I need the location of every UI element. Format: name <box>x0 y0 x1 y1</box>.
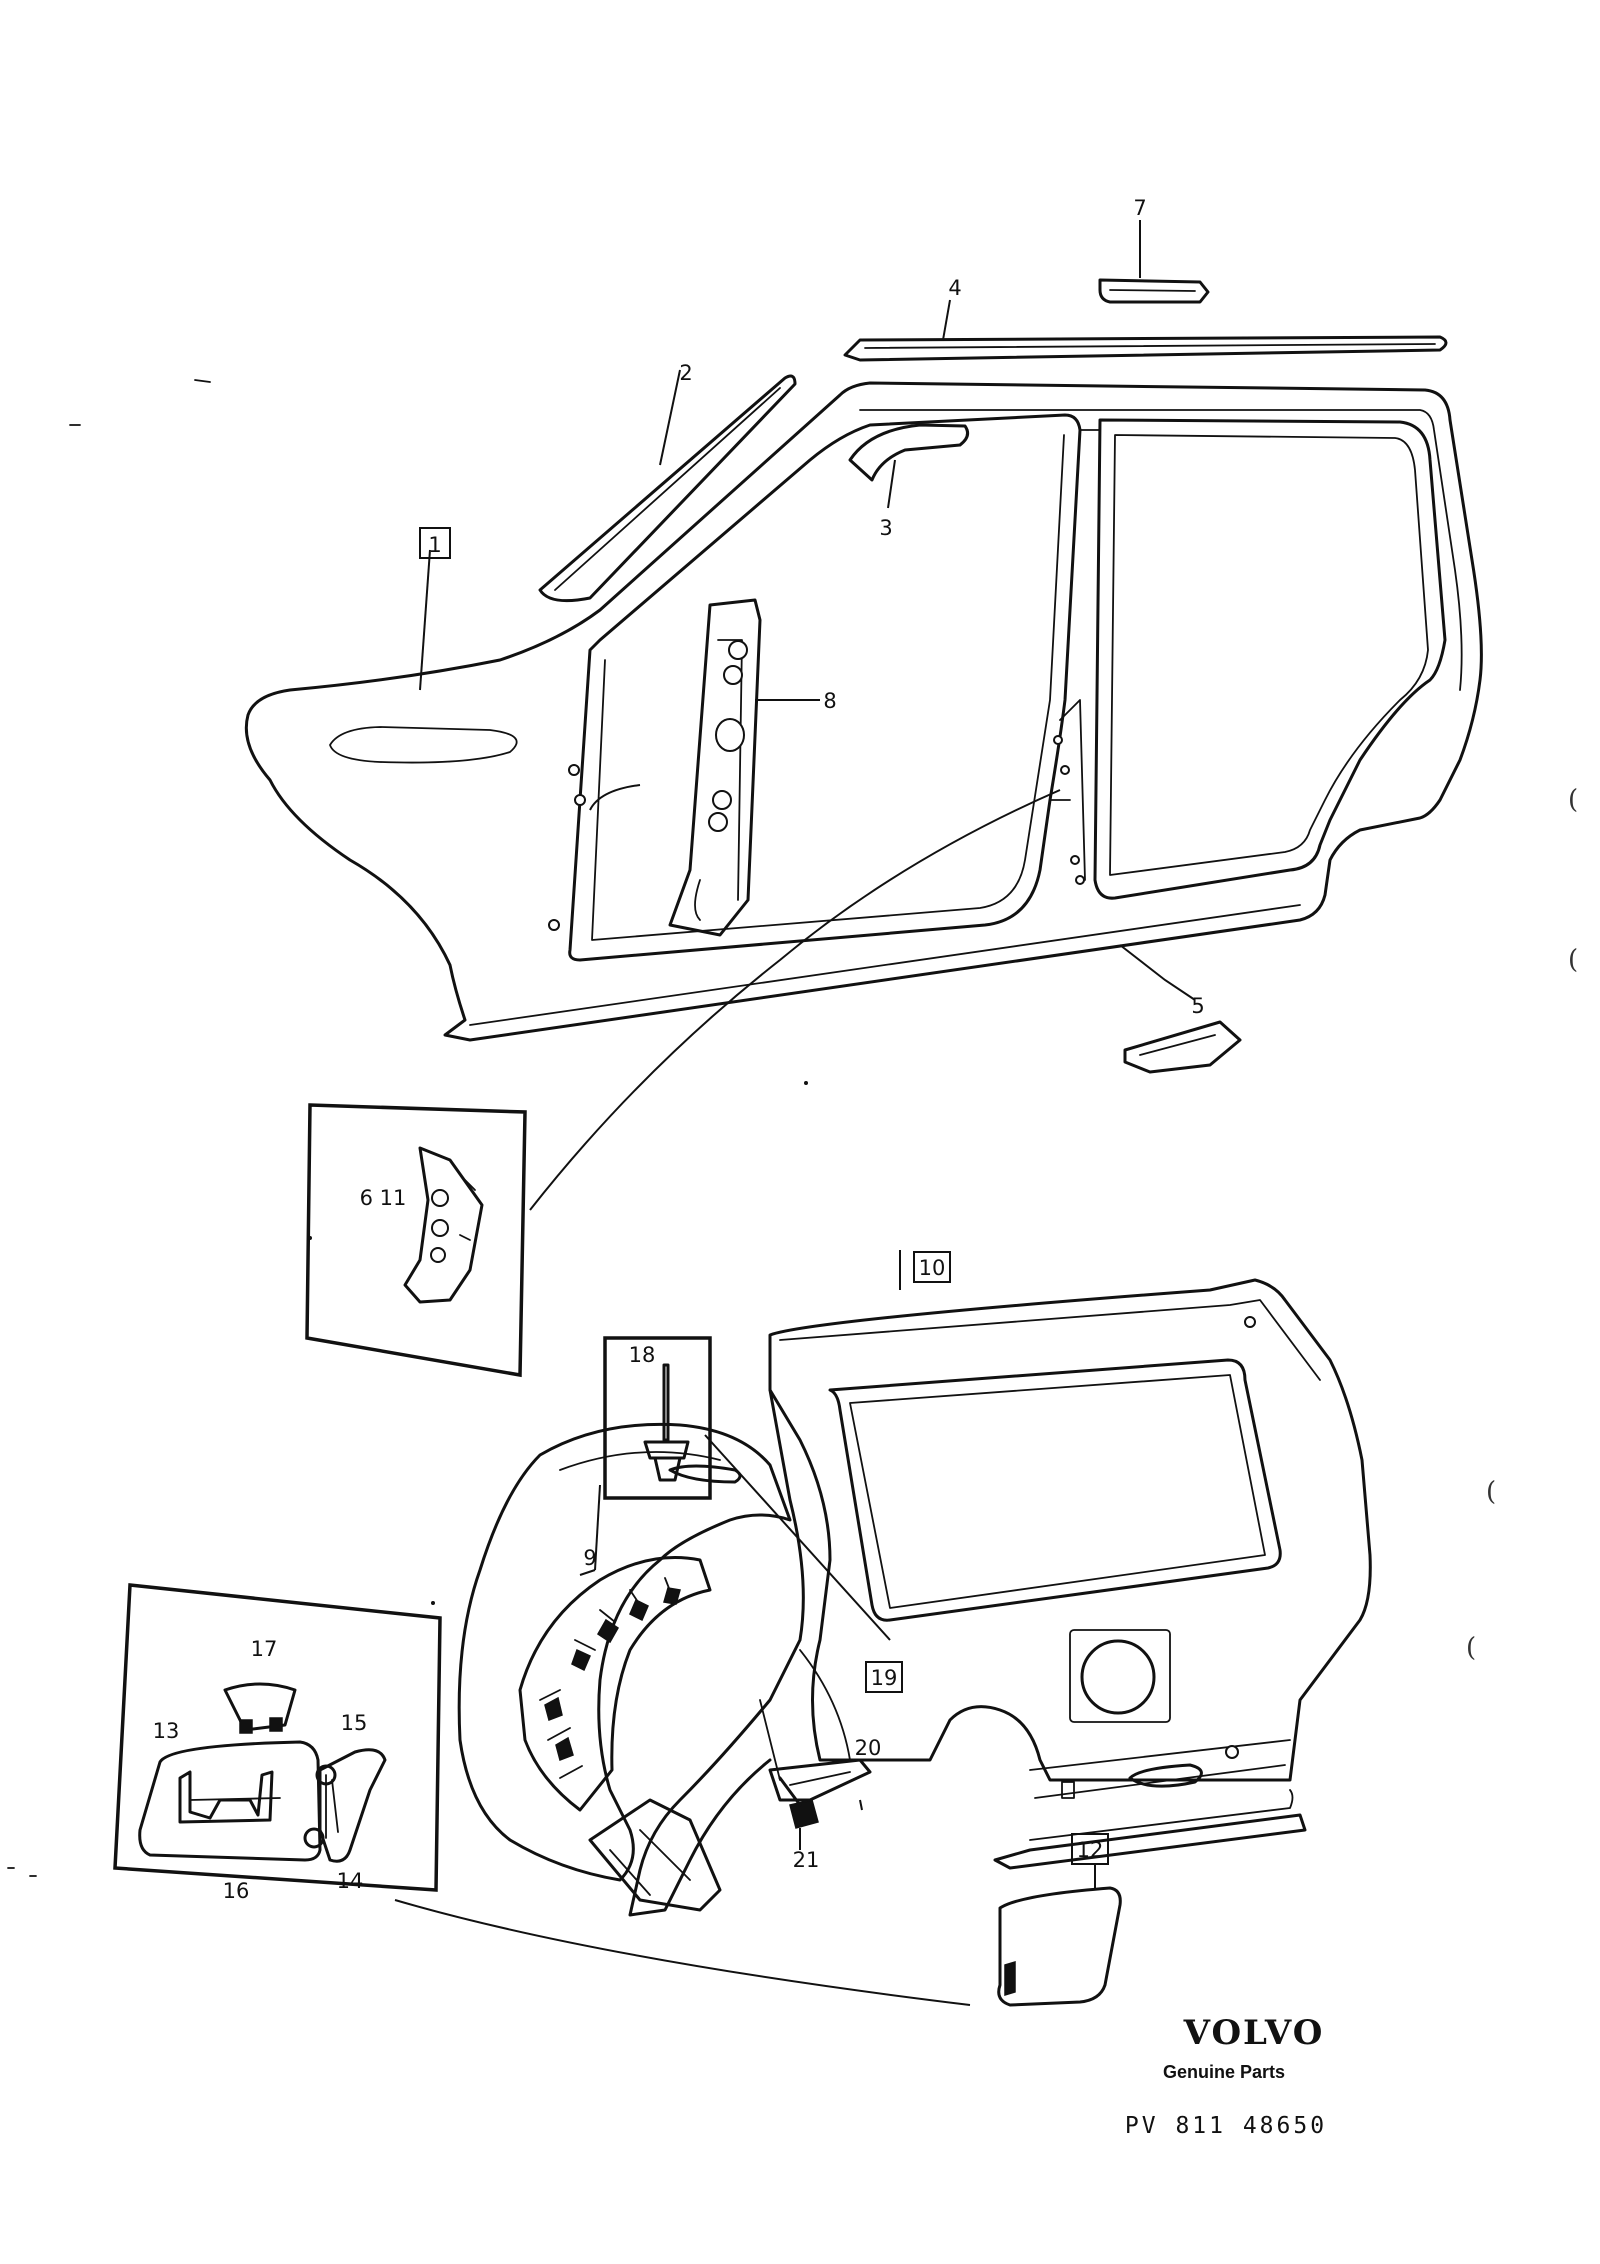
corner-reinforcement <box>848 423 970 482</box>
pillar-reinforcement <box>668 598 762 937</box>
margin-mark: ( <box>1568 945 1578 975</box>
callout-9: 9 <box>583 1546 596 1570</box>
volvo-logo: VOLVO <box>1183 2013 1325 2053</box>
margin-mark: ( <box>1568 785 1578 815</box>
callout-15: 15 <box>341 1711 368 1735</box>
callout-box-12 <box>1071 1833 1109 1865</box>
genuine-parts-label: Genuine Parts <box>1163 2062 1285 2082</box>
callout-18: 18 <box>629 1343 656 1367</box>
bolt-item-21 <box>778 1776 819 1829</box>
callout-13: 13 <box>153 1719 180 1743</box>
callout-5: 5 <box>1191 994 1204 1018</box>
callout-17: 17 <box>251 1637 278 1661</box>
callout-19: 19 <box>871 1666 898 1690</box>
callout-4: 4 <box>948 276 961 300</box>
inset-box-18 <box>603 1336 712 1500</box>
callout-1: 1 <box>428 533 441 557</box>
inset-box-6-11 <box>305 1103 527 1378</box>
body-side-panel <box>244 381 1483 1042</box>
callout-10: 10 <box>919 1256 946 1280</box>
callout-16: 16 <box>223 1879 250 1903</box>
margin-mark: ( <box>1486 1477 1496 1507</box>
callout-12: 12 <box>1077 1838 1104 1862</box>
wheelhouse <box>457 1422 792 1912</box>
callout-14: 14 <box>337 1869 364 1893</box>
callout-8: 8 <box>823 689 836 713</box>
brace-item-20 <box>768 1758 872 1802</box>
sill-bracket <box>1123 1020 1242 1074</box>
callout-box-10 <box>913 1251 951 1283</box>
callout-3: 3 <box>879 516 892 540</box>
callout-7: 7 <box>1133 196 1146 220</box>
roof-drip-strip <box>843 335 1448 362</box>
rear-quarter-panel <box>628 1278 1372 1917</box>
inset-box-13-17 <box>113 1583 442 1892</box>
margin-mark: ( <box>1466 1633 1476 1663</box>
callout-20: 20 <box>855 1736 882 1760</box>
cover-plate-item-12 <box>997 1886 1122 2007</box>
callout-2: 2 <box>679 361 692 385</box>
diagram-reference-number: PV 811 48650 <box>1125 2113 1327 2139</box>
callout-box-1 <box>419 527 451 559</box>
leader-lines <box>394 220 1196 2006</box>
roof-bracket <box>1098 278 1210 304</box>
callout-6-11: 6 11 <box>360 1186 407 1210</box>
callout-21: 21 <box>793 1848 820 1872</box>
callout-box-19 <box>865 1661 903 1693</box>
window-trim-strip <box>538 374 797 603</box>
